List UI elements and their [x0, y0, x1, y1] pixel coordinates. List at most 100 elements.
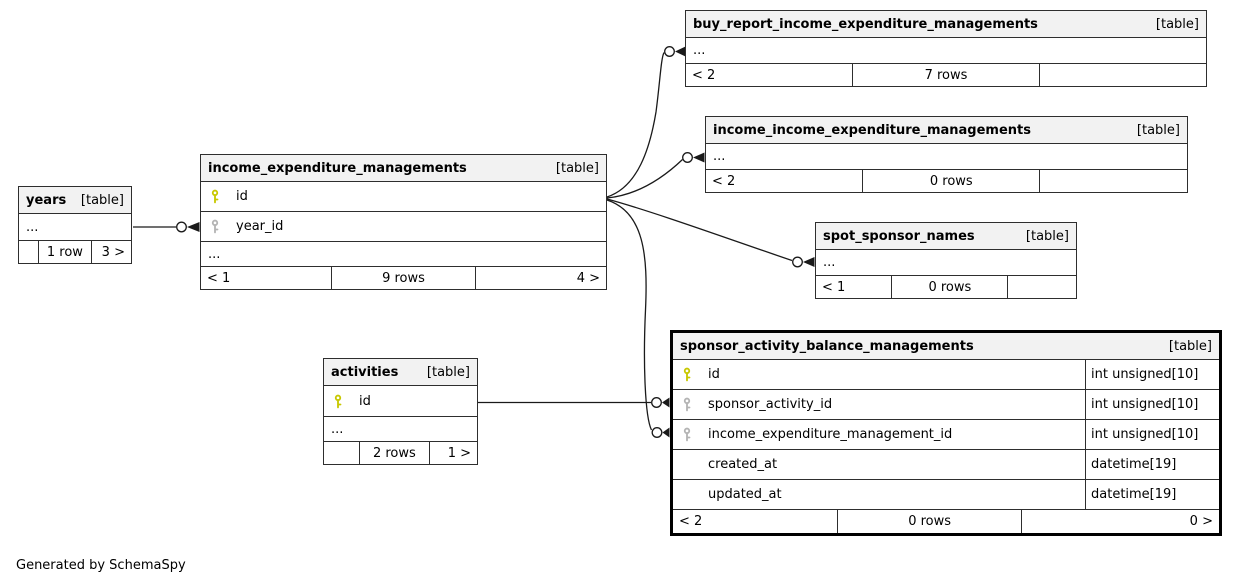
table-header: activities [table] — [324, 359, 477, 386]
zero-one-circle — [651, 427, 663, 438]
columns-ellipsis: ... — [706, 144, 1187, 170]
table-income-income-expenditure-managements[interactable]: income_income_expenditure_managements [t… — [705, 116, 1188, 193]
table-tag: [table] — [1025, 228, 1069, 244]
footer-children — [1040, 64, 1206, 86]
crow-foot-arrow-icon — [662, 397, 670, 408]
table-footer: < 2 7 rows — [686, 64, 1206, 86]
footer-row-count: 0 rows — [862, 170, 1041, 192]
footer-parents: < 2 — [712, 173, 736, 189]
column-name: updated_at — [708, 487, 782, 502]
table-footer: < 2 0 rows — [706, 170, 1187, 192]
relationship-years-to-income-expenditure-managements — [133, 221, 200, 233]
table-tag: [table] — [426, 364, 470, 380]
table-tag: [table] — [1168, 338, 1212, 354]
footer-children: 3 > — [101, 244, 125, 260]
column-name: year_id — [236, 219, 284, 234]
crow-foot-arrow-icon — [675, 46, 686, 57]
columns-ellipsis: ... — [324, 417, 477, 442]
table-tag: [table] — [1155, 16, 1199, 32]
foreign-key-icon — [211, 219, 219, 234]
footer-row-count: 0 rows — [836, 510, 1023, 533]
column-cell: created_at — [673, 450, 1085, 479]
table-name: income_income_expenditure_managements — [713, 122, 1031, 138]
relationship-iem-to-sponsor-activity-balance — [606, 199, 670, 438]
column-type: int unsigned[10] — [1085, 390, 1219, 419]
column-row-id: id — [324, 386, 477, 417]
relationship-line — [606, 199, 653, 431]
column-type: datetime[19] — [1085, 480, 1219, 509]
footer-children: 1 > — [447, 445, 471, 461]
column-cell: id — [201, 182, 606, 211]
table-years[interactable]: years [table] ... 1 row 3 > — [18, 186, 132, 264]
column-row-updated-at: updated_at datetime[19] — [673, 480, 1219, 510]
column-name: income_expenditure_management_id — [708, 427, 953, 442]
column-name: id — [236, 189, 248, 204]
column-row-year-id: year_id — [201, 212, 606, 242]
crow-foot-arrow-icon — [693, 152, 705, 163]
footer-row-count: 7 rows — [852, 64, 1040, 86]
table-header: income_expenditure_managements [table] — [201, 155, 606, 182]
footer-parents: < 2 — [679, 514, 703, 529]
relationship-iem-to-spot-sponsor-names — [606, 198, 815, 268]
footer-children: 0 > — [1189, 514, 1213, 529]
table-footer: 1 row 3 > — [19, 241, 131, 263]
zero-one-circle — [682, 152, 693, 163]
table-sponsor-activity-balance-managements[interactable]: sponsor_activity_balance_managements [ta… — [670, 330, 1222, 536]
table-footer: < 2 0 rows 0 > — [673, 510, 1219, 533]
table-tag: [table] — [1136, 122, 1180, 138]
column-row-sponsor-activity-id: sponsor_activity_id int unsigned[10] — [673, 390, 1219, 420]
table-name: activities — [331, 364, 399, 380]
column-name: id — [708, 367, 720, 382]
footer-parents — [324, 442, 359, 464]
table-name: years — [26, 192, 67, 208]
footer-children — [1040, 170, 1187, 192]
footer-parents: < 1 — [207, 270, 231, 286]
column-row-created-at: created_at datetime[19] — [673, 450, 1219, 480]
foreign-key-icon — [683, 397, 691, 412]
column-type: int unsigned[10] — [1085, 420, 1219, 449]
column-cell: id — [673, 360, 1085, 389]
footer-children — [1008, 276, 1076, 298]
footer-parents — [19, 241, 38, 263]
table-spot-sponsor-names[interactable]: spot_sponsor_names [table] ... < 1 0 row… — [815, 222, 1077, 299]
table-header: buy_report_income_expenditure_management… — [686, 11, 1206, 38]
footer-row-count: 9 rows — [330, 267, 477, 289]
column-cell: income_expenditure_management_id — [673, 420, 1085, 449]
foreign-key-icon — [683, 427, 691, 442]
primary-key-icon — [211, 189, 219, 204]
relationship-line — [606, 52, 665, 198]
relationship-line — [606, 159, 683, 199]
crow-foot-arrow-icon — [187, 222, 200, 232]
columns-ellipsis: ... — [816, 250, 1076, 276]
table-buy-report-income-expenditure-managements[interactable]: buy_report_income_expenditure_management… — [685, 10, 1207, 87]
column-row-id: id int unsigned[10] — [673, 360, 1219, 390]
relationship-line — [606, 198, 793, 262]
columns-ellipsis: ... — [19, 214, 131, 241]
table-tag: [table] — [80, 192, 124, 208]
footer-children: 4 > — [576, 270, 600, 286]
zero-one-circle — [651, 397, 662, 408]
footer-row-count: 2 rows — [359, 442, 430, 464]
table-income-expenditure-managements[interactable]: income_expenditure_managements [table] i… — [200, 154, 607, 290]
crow-foot-arrow-icon — [803, 257, 815, 267]
column-cell: year_id — [201, 212, 606, 241]
table-header: income_income_expenditure_managements [t… — [706, 117, 1187, 144]
zero-one-circle — [176, 221, 187, 233]
footer-row-count: 1 row — [38, 241, 92, 263]
columns-ellipsis: ... — [686, 38, 1206, 64]
table-tag: [table] — [555, 160, 599, 176]
table-name: spot_sponsor_names — [823, 228, 975, 244]
column-name: created_at — [708, 457, 778, 472]
relationship-iem-to-income-income — [606, 152, 705, 199]
table-activities[interactable]: activities [table] id ... 2 rows 1 > — [323, 358, 478, 465]
primary-key-icon — [334, 394, 342, 408]
footer-parents: < 2 — [692, 67, 716, 83]
table-footer: 2 rows 1 > — [324, 442, 477, 464]
column-cell: updated_at — [673, 480, 1085, 509]
relationship-activities-to-sponsor-activity-balance — [478, 397, 670, 408]
relationship-iem-to-buy-report — [606, 46, 686, 198]
table-header: sponsor_activity_balance_managements [ta… — [673, 333, 1219, 360]
column-type: int unsigned[10] — [1085, 360, 1219, 389]
